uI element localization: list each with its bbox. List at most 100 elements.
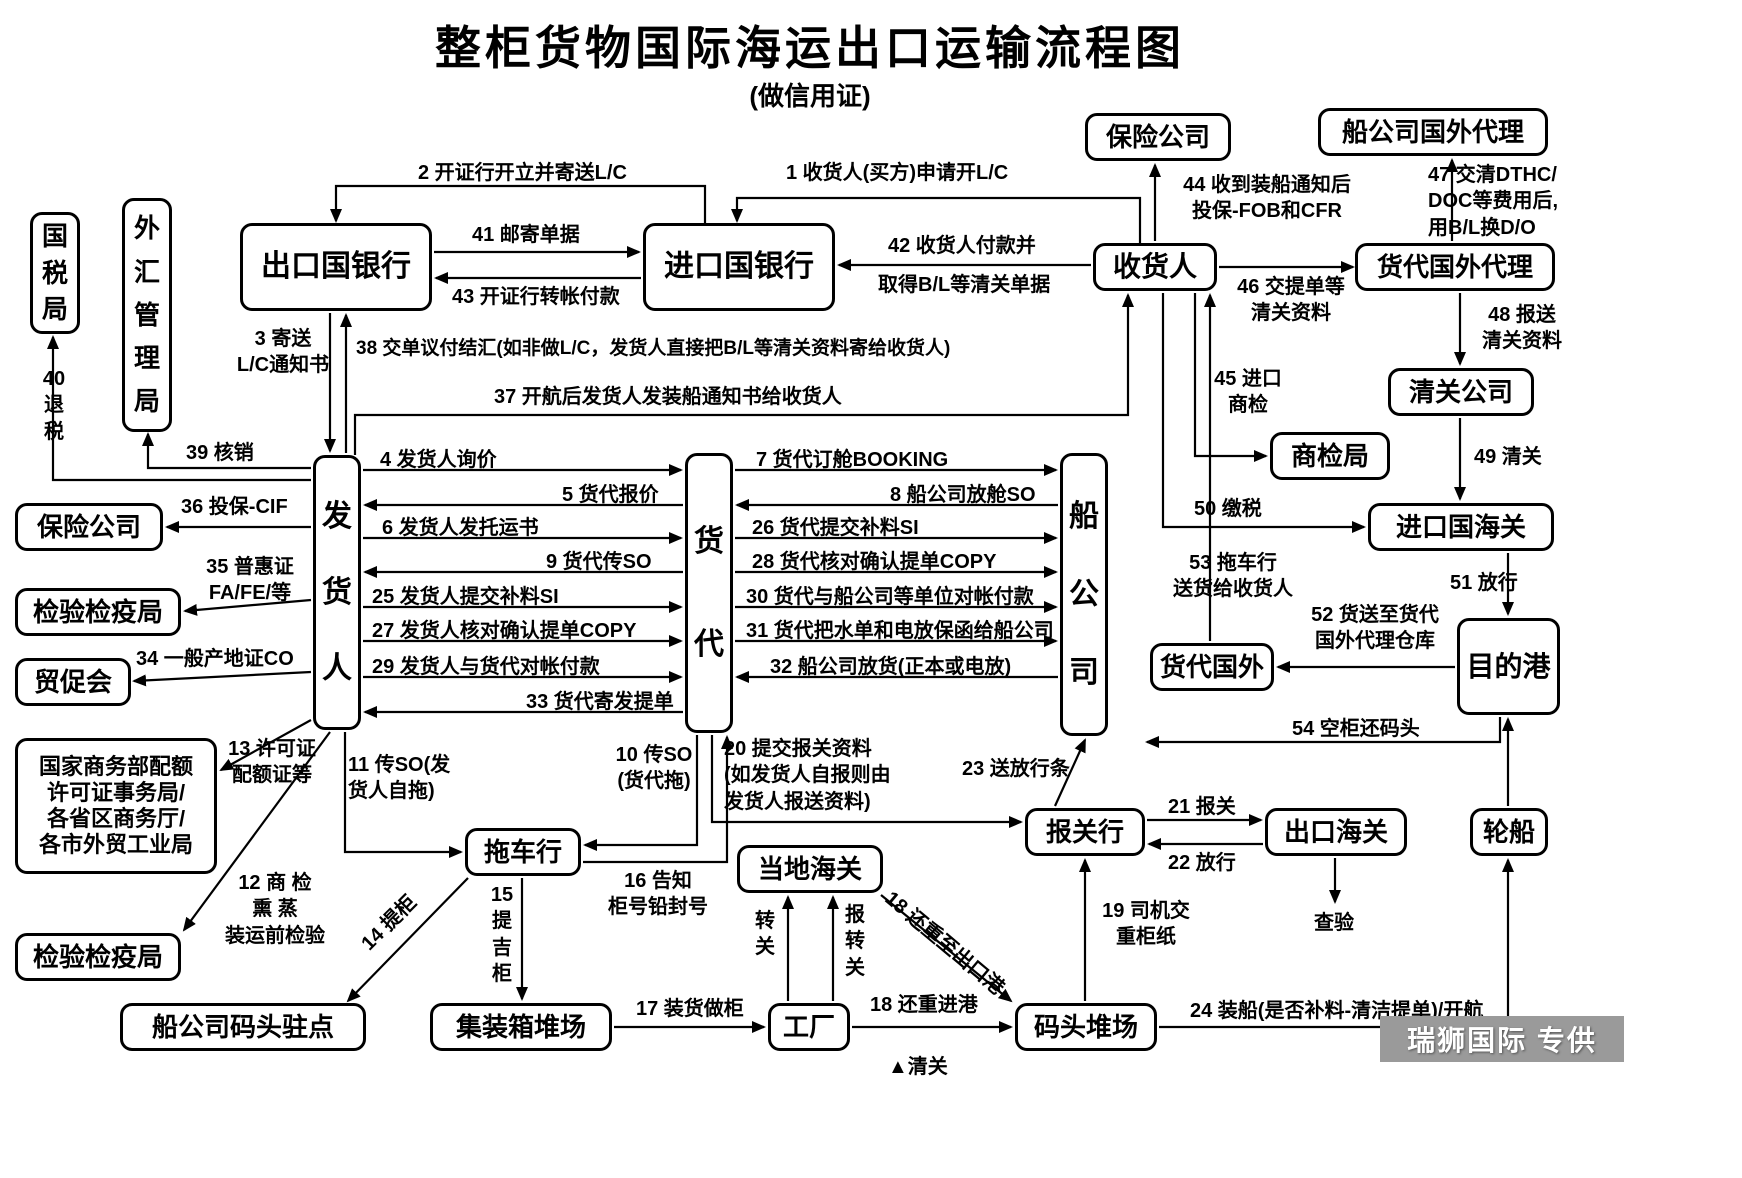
label-50: 50 缴税	[1194, 496, 1262, 522]
label-line: 柜号铅封号	[608, 896, 708, 919]
edge-45	[1193, 293, 1268, 462]
label-line: 53 拖车行	[1189, 552, 1277, 574]
node-label: 公	[1069, 577, 1099, 611]
label-30: 30 货代与船公司等单位对帐付款	[746, 584, 1034, 610]
label-line: 退	[44, 394, 64, 417]
label-line: 用B/L换D/O	[1428, 216, 1536, 239]
node-baoguanhang: 报关行	[1025, 808, 1145, 856]
label-line: 42 收货人付款并	[888, 235, 1036, 257]
label-line: 41 邮寄单据	[472, 224, 580, 246]
label-line: 12 商 检	[238, 872, 312, 894]
node-label: 收货人	[1112, 251, 1197, 283]
label-line: 查验	[1314, 912, 1354, 934]
label-41: 41 邮寄单据	[472, 222, 580, 248]
node-huodai-guowai: 货代国外	[1150, 643, 1274, 691]
edge-10	[583, 735, 699, 851]
label-54: 54 空柜还码头	[1292, 716, 1420, 742]
node-chukou-haiguan: 出口海关	[1265, 808, 1407, 856]
node-label: 保险公司	[1105, 121, 1210, 152]
label-line: 39 核销	[186, 442, 254, 464]
label-line: (如发货人自报则由	[724, 764, 891, 787]
node-waihuiju: 外汇管理局	[122, 198, 172, 432]
node-label: 拖车行	[483, 836, 562, 867]
label-line: 40	[42, 368, 66, 390]
node-label: 船公司码头驻点	[151, 1011, 334, 1042]
label-line: 13 许可证	[228, 738, 316, 760]
label-28: 28 货代核对确认提单COPY	[752, 549, 996, 575]
node-label: 发	[322, 499, 352, 533]
node-label: 轮船	[1482, 816, 1535, 847]
node-baoxian-left: 保险公司	[15, 503, 163, 551]
node-label: 税	[41, 257, 68, 288]
node-label: 局	[133, 385, 160, 416]
label-23: 23 送放行条	[962, 756, 1070, 782]
label-17: 17 装货做柜	[636, 996, 744, 1022]
label-line: 37 开航后发货人发装船通知书给收货人	[494, 386, 842, 408]
label-line: 30 货代与船公司等单位对帐付款	[746, 586, 1034, 608]
label-46: 46 交提单等清关资料	[1228, 274, 1354, 327]
node-label: 局	[41, 294, 68, 325]
node-peie-ju: 国家商务部配额许可证事务局/各省区商务厅/各市外贸工业局	[15, 738, 217, 874]
label-line: 取得B/L等清关单据	[878, 274, 1051, 296]
label-38: 38 交单议付结汇(如非做L/C，发货人直接把B/L等清关资料寄给收货人)	[356, 336, 950, 361]
edge-35	[183, 598, 312, 616]
label-37: 37 开航后发货人发装船通知书给收货人	[494, 384, 842, 410]
label-21: 21 报关	[1168, 794, 1236, 820]
label-line: 50 缴税	[1194, 498, 1262, 520]
label-line: 国外代理仓库	[1315, 630, 1435, 653]
label-line: 19 司机交	[1102, 900, 1190, 922]
edge-37	[353, 293, 1134, 455]
label-line: 送货给收货人	[1173, 578, 1293, 601]
node-label: 各市外贸工业局	[38, 831, 193, 857]
label-31: 31 货代把水单和电放保函给船公司	[746, 618, 1054, 644]
edge-50	[1161, 293, 1366, 533]
label-line: 29 发货人与货代对帐付款	[372, 656, 600, 678]
label-34: 34 一般产地证CO	[136, 646, 294, 672]
label-line: 46 交提单等	[1237, 276, 1345, 298]
node-label: 国家商务部配额	[38, 754, 193, 780]
node-guoshuiju: 国税局	[30, 212, 80, 334]
node-baoxian-top: 保险公司	[1085, 113, 1231, 161]
node-label: 管	[133, 299, 160, 330]
label-4: 4 发货人询价	[380, 447, 497, 473]
label-29: 29 发货人与货代对帐付款	[372, 654, 600, 680]
label-51: 51 放行	[1450, 570, 1518, 596]
label-47: 47 交清DTHC/DOC等费用后,用B/L换D/O	[1428, 162, 1558, 241]
label-line: 36 投保-CIF	[181, 496, 288, 518]
node-label: 清关公司	[1408, 376, 1513, 407]
edge-14	[346, 877, 469, 1003]
label-8: 8 船公司放舱SO	[890, 482, 1036, 508]
label-53: 53 拖车行送货给收货人	[1166, 550, 1300, 603]
label-48: 48 报送清关资料	[1474, 302, 1570, 355]
label-line: DOC等费用后,	[1428, 190, 1558, 213]
node-matou-zhudian: 船公司码头驻点	[120, 1003, 366, 1051]
label-line: 49 清关	[1474, 446, 1542, 468]
label-line: 清关资料	[1482, 330, 1562, 353]
label-43: 43 开证行转帐付款	[452, 284, 620, 310]
label-line: (货代拖)	[617, 770, 691, 793]
label-9: 9 货代传SO	[546, 549, 652, 575]
label-zhuanguan: 转关	[752, 908, 778, 961]
node-label: 国	[41, 220, 68, 251]
label-qingguan-note: ▲清关	[888, 1054, 948, 1080]
node-huodai: 货代	[685, 453, 733, 733]
label-line: 提	[492, 910, 512, 933]
label-42b: 取得B/L等清关单据	[878, 272, 1050, 298]
node-label: 许可证事务局/	[46, 780, 186, 806]
label-line: 10 传SO	[615, 744, 693, 766]
label-line: 11 传SO(发	[348, 754, 451, 776]
label-10: 10 传SO (货代拖)	[602, 742, 706, 795]
label-line: 转	[755, 910, 775, 932]
label-line: 15	[490, 884, 514, 906]
label-line: 18 还重进港	[870, 994, 978, 1016]
edge-12	[182, 731, 331, 932]
node-label: 代	[694, 627, 724, 661]
label-19: 19 司机交重柜纸	[1094, 898, 1198, 951]
label-36: 36 投保-CIF	[181, 494, 288, 520]
label-2: 2 开证行开立并寄送L/C	[418, 160, 627, 186]
label-line: 5 货代报价	[562, 484, 659, 506]
node-shangjianju: 商检局	[1270, 432, 1390, 480]
edge-54	[1145, 717, 1502, 748]
